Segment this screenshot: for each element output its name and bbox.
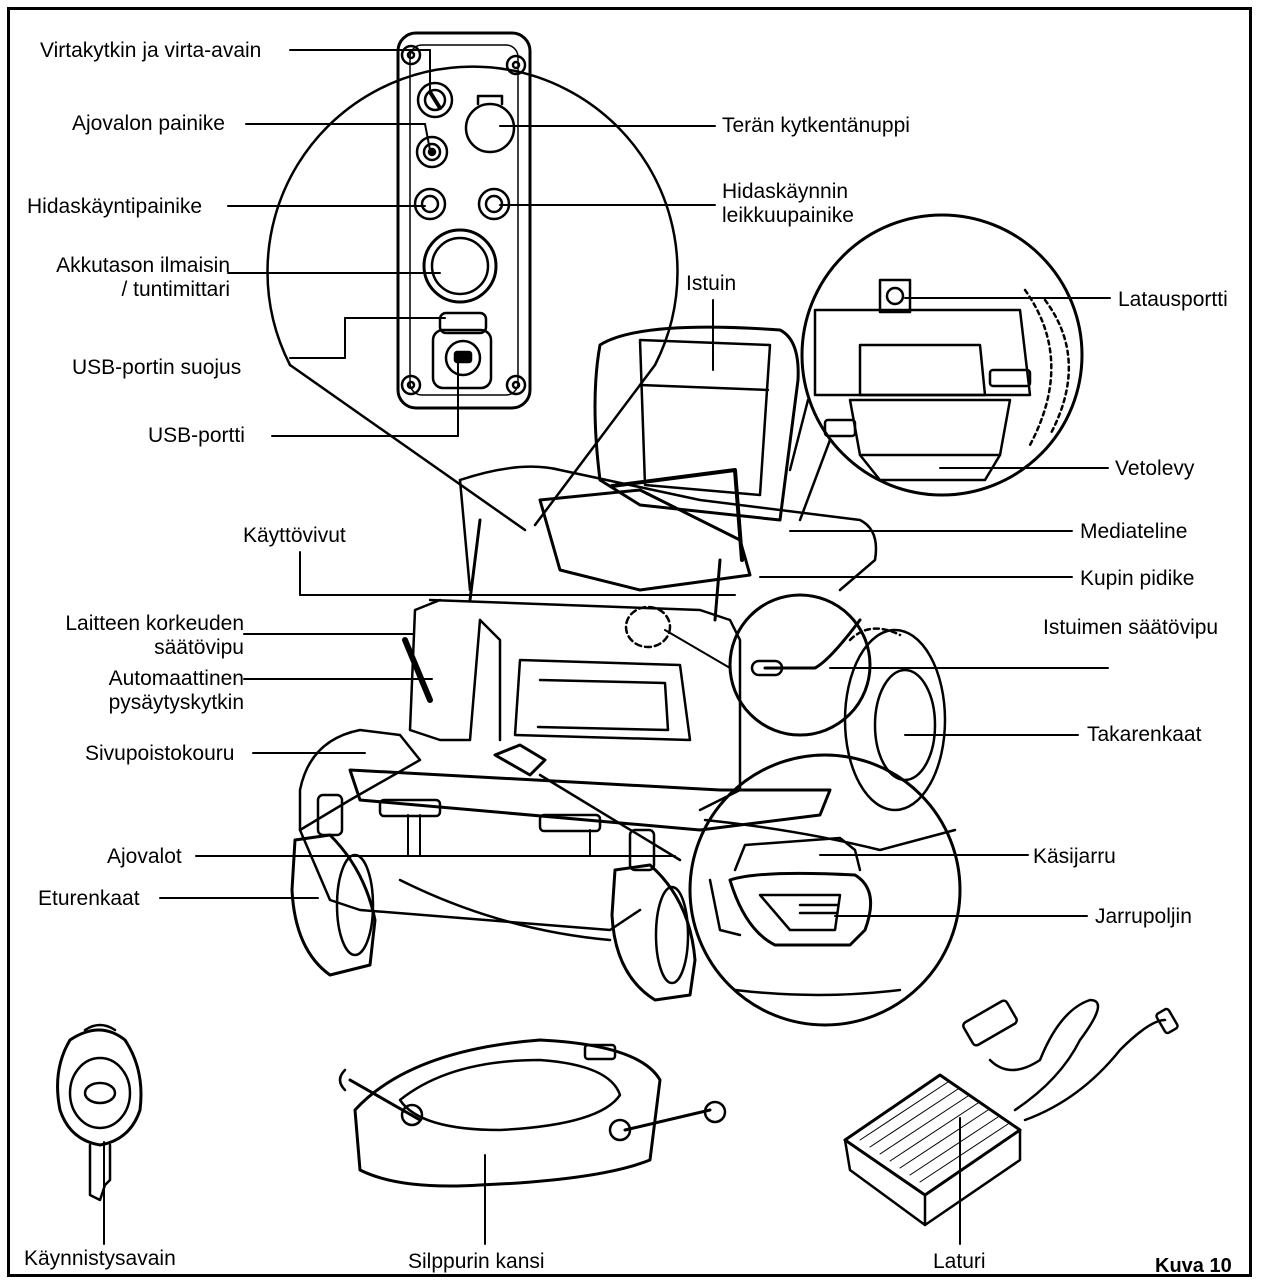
brake-callout [688, 753, 962, 1027]
label-tow-plate: Vetolevy [1115, 457, 1195, 480]
seat-lever-callout [728, 593, 872, 737]
label-seat: Istuin [686, 272, 737, 295]
label-ignition-key: Käynnistysavain [24, 1247, 176, 1270]
label-battery-gauge: Akkutason ilmaisin / tuntimittari [56, 254, 230, 301]
charging-port-callout [788, 213, 1084, 522]
mulch-cover [338, 1038, 727, 1188]
control-panel-callout [266, 31, 679, 532]
label-height-lever: Laitteen korkeuden säätövipu [65, 612, 244, 659]
label-blade-knob: Terän kytkentänuppi [722, 114, 910, 137]
leader-lines [103, 49, 1111, 1245]
label-power-switch: Virtakytkin ja virta-avain [40, 39, 262, 62]
label-charger: Laturi [933, 1250, 986, 1273]
label-front-wheels: Eturenkaat [38, 887, 140, 910]
battery-charger [843, 998, 1179, 1227]
figure-frame [7, 7, 1252, 1277]
label-slow-cut-button: Hidaskäynnin leikkuupainike [722, 180, 854, 227]
label-side-discharge: Sivupoistokouru [85, 742, 235, 765]
label-auto-stop-switch: Automaattinen pysäytyskytkin [108, 667, 244, 714]
label-handbrake: Käsijarru [1033, 845, 1116, 868]
label-usb-cover: USB-portin suojus [72, 356, 242, 379]
label-charging-port: Latausportti [1118, 288, 1228, 311]
mower-body [290, 325, 947, 1002]
label-control-levers: Käyttövivut [243, 524, 346, 547]
label-rear-wheels: Takarenkaat [1087, 723, 1202, 746]
label-headlight-button: Ajovalon painike [72, 112, 225, 135]
label-media-holder: Mediateline [1080, 520, 1188, 543]
label-cup-holder: Kupin pidike [1080, 567, 1195, 590]
label-slow-button: Hidaskäyntipainike [27, 195, 203, 218]
label-seat-adjust-lever: Istuimen säätövipu [1043, 616, 1219, 639]
label-mulch-cover: Silppurin kansi [408, 1250, 545, 1273]
label-usb-port: USB-portti [148, 424, 245, 447]
figure-number: Kuva 10 [1155, 1255, 1232, 1277]
label-brake-pedal: Jarrupoljin [1095, 905, 1192, 928]
label-headlights: Ajovalot [107, 845, 182, 868]
ignition-key [56, 1023, 143, 1202]
